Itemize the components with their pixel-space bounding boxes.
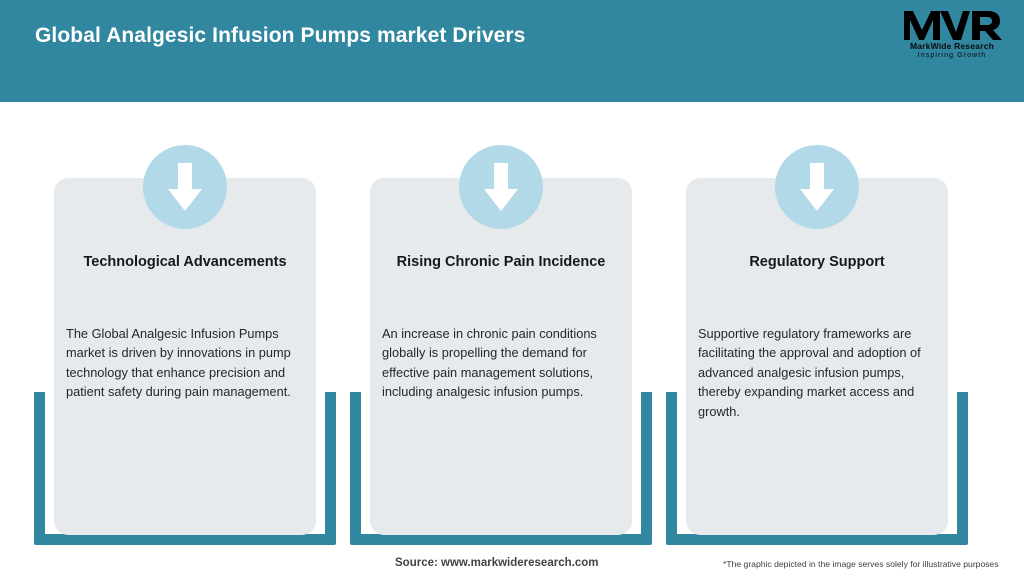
footer-disclaimer: *The graphic depicted in the image serve… bbox=[723, 559, 999, 569]
down-arrow-icon bbox=[775, 145, 859, 229]
driver-card-body: Supportive regulatory frameworks are fac… bbox=[698, 326, 921, 419]
brand-name: MarkWide Research bbox=[909, 41, 995, 51]
brand-tagline: Inspiring Growth bbox=[917, 52, 987, 59]
driver-card-heading: Technological Advancements bbox=[83, 254, 287, 270]
driver-card-heading: Rising Chronic Pain Incidence bbox=[396, 254, 606, 270]
card-frame-right-bar bbox=[957, 392, 968, 545]
card-frame-left-bar bbox=[350, 392, 361, 545]
card-frame-bottom-bar bbox=[350, 534, 652, 545]
header-band: Global Analgesic Infusion Pumps market D… bbox=[0, 0, 1024, 102]
card-frame-right-bar bbox=[641, 392, 652, 545]
driver-card-body: The Global Analgesic Infusion Pumps mark… bbox=[66, 326, 291, 400]
driver-card: Technological Advancements The Global An… bbox=[54, 145, 316, 535]
card-frame-right-bar bbox=[325, 392, 336, 545]
card-frame-bottom-bar bbox=[666, 534, 968, 545]
card-frame-left-bar bbox=[666, 392, 677, 545]
card-frame-bottom-bar bbox=[34, 534, 336, 545]
driver-card: Rising Chronic Pain Incidence An increas… bbox=[370, 145, 632, 535]
driver-card-block: Rising Chronic Pain Incidence An increas… bbox=[350, 145, 652, 546]
driver-card-heading: Regulatory Support bbox=[749, 254, 885, 270]
driver-card-block: Technological Advancements The Global An… bbox=[34, 145, 336, 546]
driver-card-block: Regulatory Support Supportive regulatory… bbox=[666, 145, 968, 546]
footer-source: Source: www.markwideresearch.com bbox=[395, 557, 599, 569]
card-frame-left-bar bbox=[34, 392, 45, 545]
page-title: Global Analgesic Infusion Pumps market D… bbox=[35, 24, 526, 47]
brand-logo: MarkWide Research Inspiring Growth bbox=[900, 8, 1004, 64]
down-arrow-icon bbox=[459, 145, 543, 229]
driver-card-body: An increase in chronic pain conditions g… bbox=[382, 326, 597, 400]
down-arrow-icon bbox=[143, 145, 227, 229]
mwr-logo-icon bbox=[900, 8, 1004, 42]
driver-card: Regulatory Support Supportive regulatory… bbox=[686, 145, 948, 535]
